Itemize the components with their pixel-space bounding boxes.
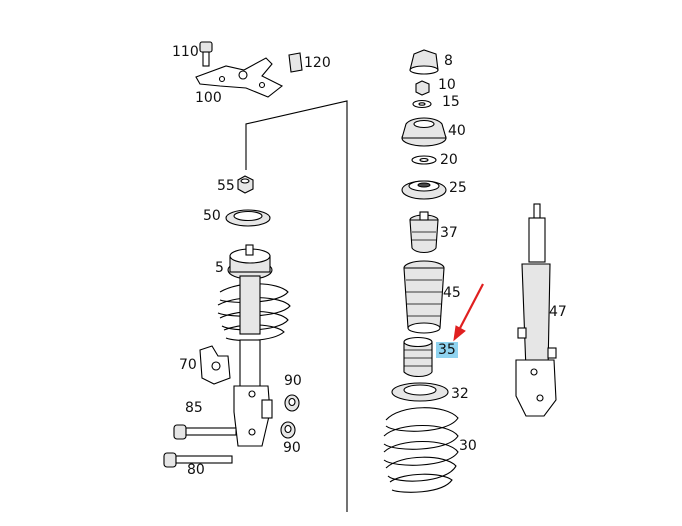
callout-50: 50 [203, 208, 221, 224]
callout-45: 45 [443, 285, 461, 301]
part-110-bolt [199, 41, 213, 67]
part-25-bearing [401, 180, 447, 200]
callout-120: 120 [304, 55, 331, 71]
part-80-bolt [163, 452, 233, 468]
callout-35-highlighted: 35 [436, 342, 458, 358]
part-47-shock-absorber [515, 203, 557, 417]
callout-100: 100 [195, 90, 222, 106]
part-8-cap [409, 49, 439, 75]
part-100-mounting-plate [195, 57, 284, 98]
part-45-dust-boot [403, 260, 445, 334]
part-120-clip [288, 52, 303, 73]
callout-55: 55 [217, 178, 235, 194]
callout-90-lower: 90 [283, 440, 301, 456]
callout-5: 5 [215, 260, 224, 276]
part-90-nut-lower [280, 421, 296, 439]
callout-32: 32 [451, 386, 469, 402]
callout-15: 15 [442, 94, 460, 110]
callout-40: 40 [448, 123, 466, 139]
part-5-strut-assembly [217, 244, 291, 447]
callout-8: 8 [444, 53, 453, 69]
callout-20: 20 [440, 152, 458, 168]
callout-80: 80 [187, 462, 205, 478]
part-37-bump-mount [409, 211, 439, 254]
part-15-washer [412, 99, 432, 109]
callout-25: 25 [449, 180, 467, 196]
callout-37: 37 [440, 225, 458, 241]
callout-47: 47 [549, 304, 567, 320]
pointer-arrow [453, 283, 484, 342]
callout-30: 30 [459, 438, 477, 454]
part-85-bolt [173, 424, 237, 440]
callout-85: 85 [185, 400, 203, 416]
part-70-bracket [199, 345, 231, 385]
callout-70: 70 [179, 357, 197, 373]
part-90-nut-upper [284, 394, 300, 412]
part-40-top-mount [401, 117, 447, 147]
part-32-spring-seat [391, 382, 449, 402]
assembly-bracket [245, 100, 348, 512]
part-20-washer [411, 155, 437, 165]
part-10-nut [415, 80, 430, 96]
part-30-coil-spring [383, 407, 459, 493]
part-50-washer [225, 209, 271, 227]
callout-90-upper: 90 [284, 373, 302, 389]
callout-10: 10 [438, 77, 456, 93]
part-55-nut [237, 175, 254, 194]
callout-110: 110 [172, 44, 199, 60]
part-35-bump-stop [403, 336, 433, 378]
